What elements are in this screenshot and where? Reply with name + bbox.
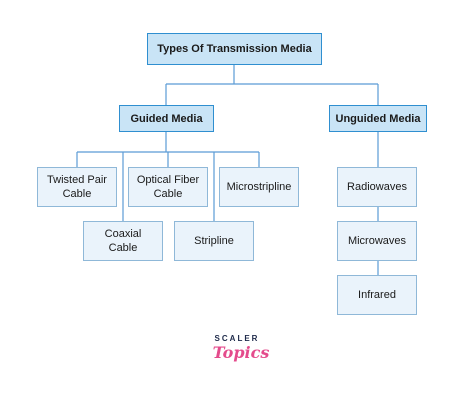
optical-fiber-cable-node: Optical Fiber Cable [128,167,208,207]
microstripline-node: Microstripline [219,167,299,207]
coaxial-cable-node: Coaxial Cable [83,221,163,261]
twisted-pair-cable-node: Twisted Pair Cable [37,167,117,207]
infrared-node: Infrared [337,275,417,315]
stripline-node: Stripline [174,221,254,261]
logo-subtext: Topics [212,343,270,362]
guided-media-node: Guided Media [119,105,214,132]
unguided-media-node: Unguided Media [329,105,427,132]
microwaves-node: Microwaves [337,221,417,261]
logo-wordmark: SCALER [214,334,260,343]
scaler-topics-logo: SCALER Topics [200,334,274,378]
root-node: Types Of Transmission Media [147,33,322,65]
radiowaves-node: Radiowaves [337,167,417,207]
